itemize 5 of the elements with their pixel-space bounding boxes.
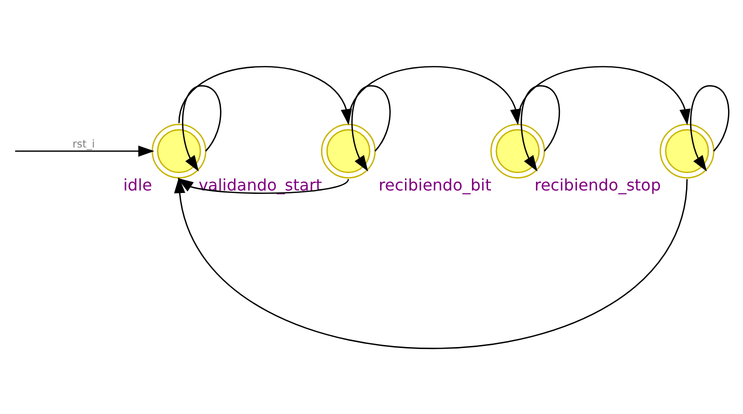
edge-label: rst_i [72, 137, 95, 150]
node-label: recibiendo_bit [378, 175, 492, 194]
node-label: recibiendo_stop [534, 175, 661, 194]
node-label: validando_start [198, 175, 322, 194]
node-label: idle [123, 175, 152, 194]
